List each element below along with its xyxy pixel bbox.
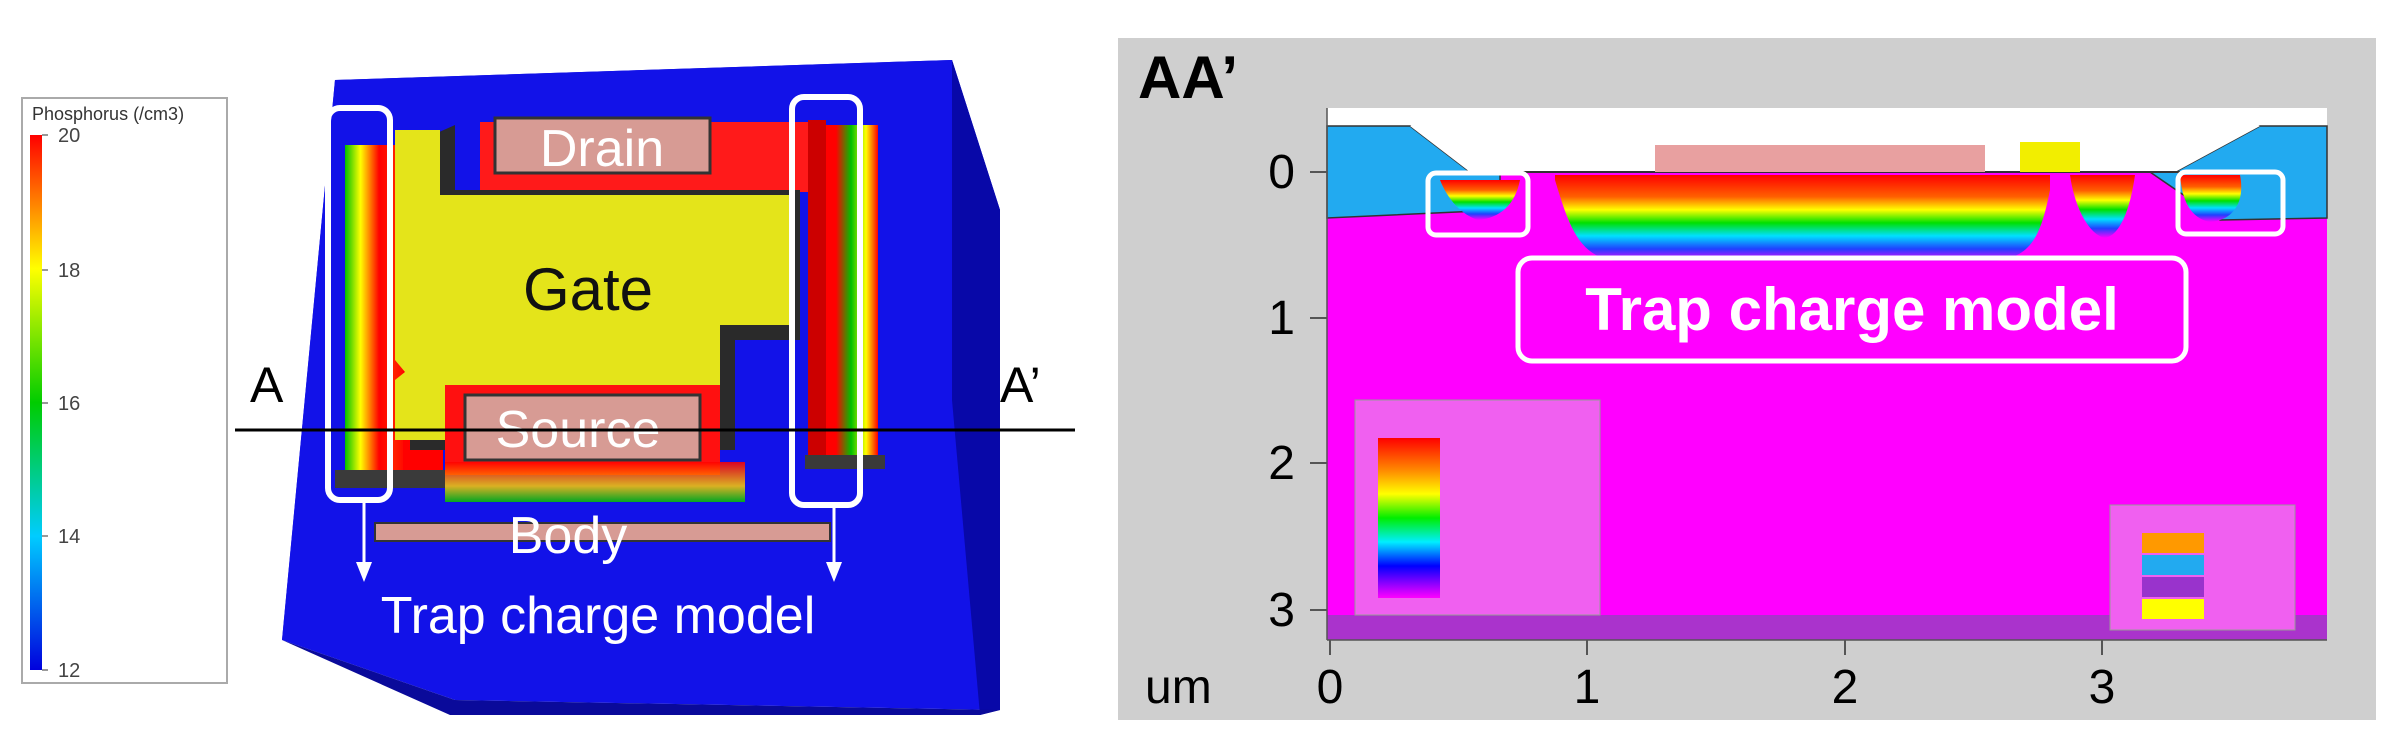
cross-section-panel: AA’ Trap charge model: [1118, 38, 2376, 720]
gate-label: Gate: [523, 256, 653, 323]
colorbar-tick-label: 18: [58, 260, 80, 282]
body-label: Body: [509, 507, 628, 565]
trap-highlight-box-right: [789, 94, 863, 508]
gate-electrode: [395, 130, 790, 440]
drain-label: Drain: [540, 120, 664, 178]
source-contact-2d: [1655, 145, 1985, 172]
doping-legend-gradient: [1378, 438, 1440, 598]
colorbar-gradient: [30, 135, 42, 670]
colorbar-tick-label: 12: [58, 660, 80, 682]
trap-label-box-2d: [1515, 255, 2189, 364]
colorbar-tick-label: 16: [58, 393, 80, 415]
colorbar-frame: [21, 97, 228, 684]
device-3d-view: Drain Gate Source Body: [235, 60, 1075, 715]
doping-profile-right-edge: [2180, 175, 2242, 222]
body-contact: [374, 522, 831, 542]
y-tick-label: 3: [1268, 584, 1295, 637]
y-tick-label: 2: [1268, 437, 1295, 490]
oxide-slope-left-white: [1410, 126, 1500, 172]
trap-charge-label-3d: Trap charge model: [381, 587, 816, 645]
trap-box-left-2d: [1425, 170, 1531, 238]
y-tick-label: 1: [1268, 292, 1295, 345]
arrow-head-icon: [356, 562, 372, 582]
colorbar-tick-label: 14: [58, 526, 80, 548]
substrate-side-face: [952, 60, 1000, 715]
cut-label-end: A’: [1000, 357, 1041, 413]
drain-contact: [493, 116, 712, 175]
x-tick-label: 2: [1832, 661, 1859, 714]
x-tick-label: 3: [2089, 661, 2116, 714]
trap-box-right-2d: [2175, 169, 2286, 237]
plot-top-white: [1327, 108, 2327, 126]
source-contact: [463, 393, 702, 462]
trap-charge-label-2d: Trap charge model: [1585, 276, 2119, 343]
source-glow: [445, 462, 745, 502]
x-tick-label: 0: [1317, 661, 1344, 714]
trap-highlight-box-left: [325, 105, 393, 503]
doping-profile-left-edge: [1440, 180, 1520, 220]
y-tick-label: 0: [1268, 146, 1295, 199]
material-swatch-orange: [2142, 533, 2204, 553]
section-title: AA’: [1138, 44, 1238, 111]
colorbar-title: Phosphorus (/cm3): [32, 104, 184, 124]
material-swatch-yellow: [2142, 599, 2204, 619]
arrow-head-icon: [826, 562, 842, 582]
cut-label-start: A: [250, 357, 284, 413]
oxide-slope-right-white: [2150, 126, 2260, 172]
right-fin: [805, 120, 885, 469]
gate-contact-2d: [2020, 142, 2080, 172]
colorbar-legend: Phosphorus (/cm3) 20 18 16 14 12: [21, 97, 228, 684]
colorbar-tick-label: 20: [58, 125, 80, 147]
material-swatch-cyan: [2142, 555, 2204, 575]
x-tick-label: 1: [1574, 661, 1601, 714]
doping-profile-gate: [2070, 175, 2135, 238]
doping-profile-main: [1555, 175, 2050, 262]
material-swatch-purple: [2142, 577, 2204, 597]
axis-unit-label: um: [1145, 661, 1212, 714]
